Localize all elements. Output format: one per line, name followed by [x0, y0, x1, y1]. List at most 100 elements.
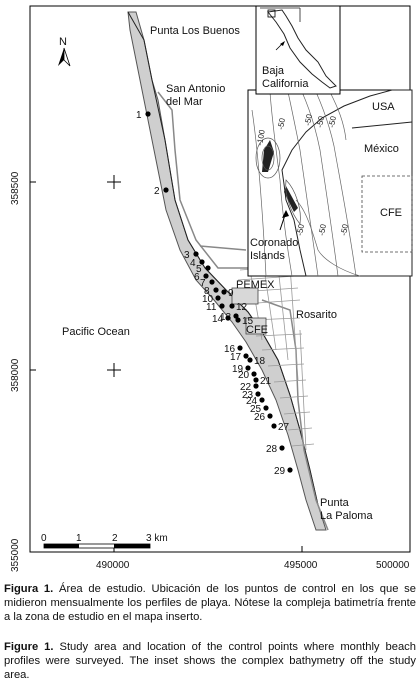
label-pacific-ocean: Pacific Ocean [62, 326, 130, 338]
control-point-label: 23 [242, 390, 254, 401]
control-point-label: 3 [184, 250, 190, 261]
control-point-marker [193, 251, 199, 257]
scale-label: 1 [76, 533, 82, 544]
control-point-label: 21 [260, 376, 272, 387]
contour-label: -50 [295, 223, 306, 236]
control-point-marker [225, 315, 231, 321]
locator-label-california: California [262, 78, 309, 90]
control-point-marker [245, 365, 251, 371]
control-point-label: 9 [228, 288, 234, 299]
control-point-label: 17 [230, 352, 242, 363]
control-point-marker [205, 265, 211, 271]
coastline [127, 11, 327, 531]
control-point-marker [251, 371, 257, 377]
north-label: N [59, 36, 67, 48]
control-point-label: 25 [250, 404, 262, 415]
label-san-antonio: San Antonio [166, 83, 225, 95]
inset-label-mexico: México [364, 143, 399, 155]
y-tick-label: 358000 [10, 358, 21, 392]
control-point-marker [215, 295, 221, 301]
scale-bar: 0 1 2 3 km [41, 533, 168, 549]
control-point-label: 12 [236, 302, 248, 313]
y-tick-label: 355000 [10, 538, 21, 572]
control-point-marker [263, 405, 269, 411]
label-pemex: PEMEX [236, 279, 275, 291]
control-point-label: 8 [204, 286, 210, 297]
y-tick-label: 358500 [10, 171, 21, 205]
pemex-facility [231, 287, 259, 305]
control-point-label: 29 [274, 466, 286, 477]
control-point-label: 18 [254, 356, 266, 367]
control-point-marker [267, 413, 273, 419]
caption-english: Figure 1. Study area and location of the… [4, 640, 416, 682]
contour-label: -50 [317, 223, 328, 236]
x-tick-label: 490000 [96, 560, 130, 571]
study-area-map: 358500 358000 355000 490000 495000 50000… [10, 5, 413, 572]
control-point-label: 22 [240, 382, 252, 393]
north-arrow: N [58, 36, 71, 67]
control-point-marker [255, 391, 261, 397]
label-rosarito: Rosarito [296, 309, 337, 321]
contour-label: -50 [339, 223, 350, 236]
inset-label-coronado: Coronado [250, 237, 298, 249]
control-point-label: 26 [254, 412, 266, 423]
label-la-paloma: La Paloma [320, 510, 373, 522]
control-point-marker [247, 357, 253, 363]
locator-inset: Baja California [255, 5, 341, 95]
label-punta: Punta [320, 497, 350, 509]
contour-label: -100 [255, 128, 267, 146]
control-point-marker [271, 423, 277, 429]
inset-label-islands: Islands [250, 250, 285, 262]
control-point-label: 7 [200, 278, 206, 289]
control-point-label: 20 [238, 370, 250, 381]
control-point-marker [163, 187, 169, 193]
grid-crosses [107, 175, 121, 377]
cfe-facility [245, 317, 267, 335]
inset-label-usa: USA [372, 101, 395, 113]
inset-land [281, 89, 413, 277]
contour-label: -50 [327, 115, 338, 128]
control-point-marker [203, 273, 209, 279]
control-point-marker [233, 313, 239, 319]
x-tick-label: 500000 [376, 560, 410, 571]
control-point-label: 10 [202, 294, 214, 305]
control-point-label: 28 [266, 444, 278, 455]
control-point-marker [243, 353, 249, 359]
scale-label: 0 [41, 533, 47, 544]
control-points: 1234567891011121314151617181920212223242… [136, 110, 293, 477]
label-cfe: CFE [246, 324, 268, 336]
control-point-label: 6 [194, 272, 200, 283]
control-point-marker [199, 259, 205, 265]
control-point-label: 2 [154, 186, 160, 197]
caption-english-text: Study area and location of the control p… [4, 641, 416, 681]
control-point-marker [219, 303, 225, 309]
contour-label: -50 [303, 113, 314, 126]
caption-spanish: Figura 1. Área de estudio. Ubicación de … [4, 582, 416, 624]
control-point-label: 4 [190, 258, 196, 269]
label-punta-los-buenos: Punta Los Buenos [150, 25, 240, 37]
locator-label-baja: Baja [262, 65, 285, 77]
control-point-label: 5 [196, 264, 202, 275]
control-point-label: 15 [242, 316, 254, 327]
control-point-marker [213, 287, 219, 293]
inset-map: -100 -50 -50 -50 -50 -50 -50 -50 USA Méx… [247, 89, 413, 277]
control-point-marker [279, 445, 285, 451]
inset-label-cfe: CFE [380, 207, 402, 219]
scale-label: 3 km [146, 533, 168, 544]
caption-spanish-text: Área de estudio. Ubicación de los puntos… [4, 583, 416, 623]
caption-spanish-heading: Figura 1. [4, 583, 54, 595]
control-point-label: 16 [224, 344, 236, 355]
control-point-label: 19 [232, 364, 244, 375]
control-point-marker [237, 345, 243, 351]
contour-label: -50 [315, 115, 326, 128]
caption-english-heading: Figure 1. [4, 641, 54, 653]
control-point-marker [221, 289, 227, 295]
contour-label: -50 [276, 117, 287, 130]
control-point-marker [145, 111, 151, 117]
control-point-marker [209, 279, 215, 285]
control-point-marker [235, 317, 241, 323]
scale-label: 2 [112, 533, 118, 544]
x-tick-label: 495000 [284, 560, 318, 571]
control-point-label: 14 [212, 314, 224, 325]
control-point-marker [287, 467, 293, 473]
